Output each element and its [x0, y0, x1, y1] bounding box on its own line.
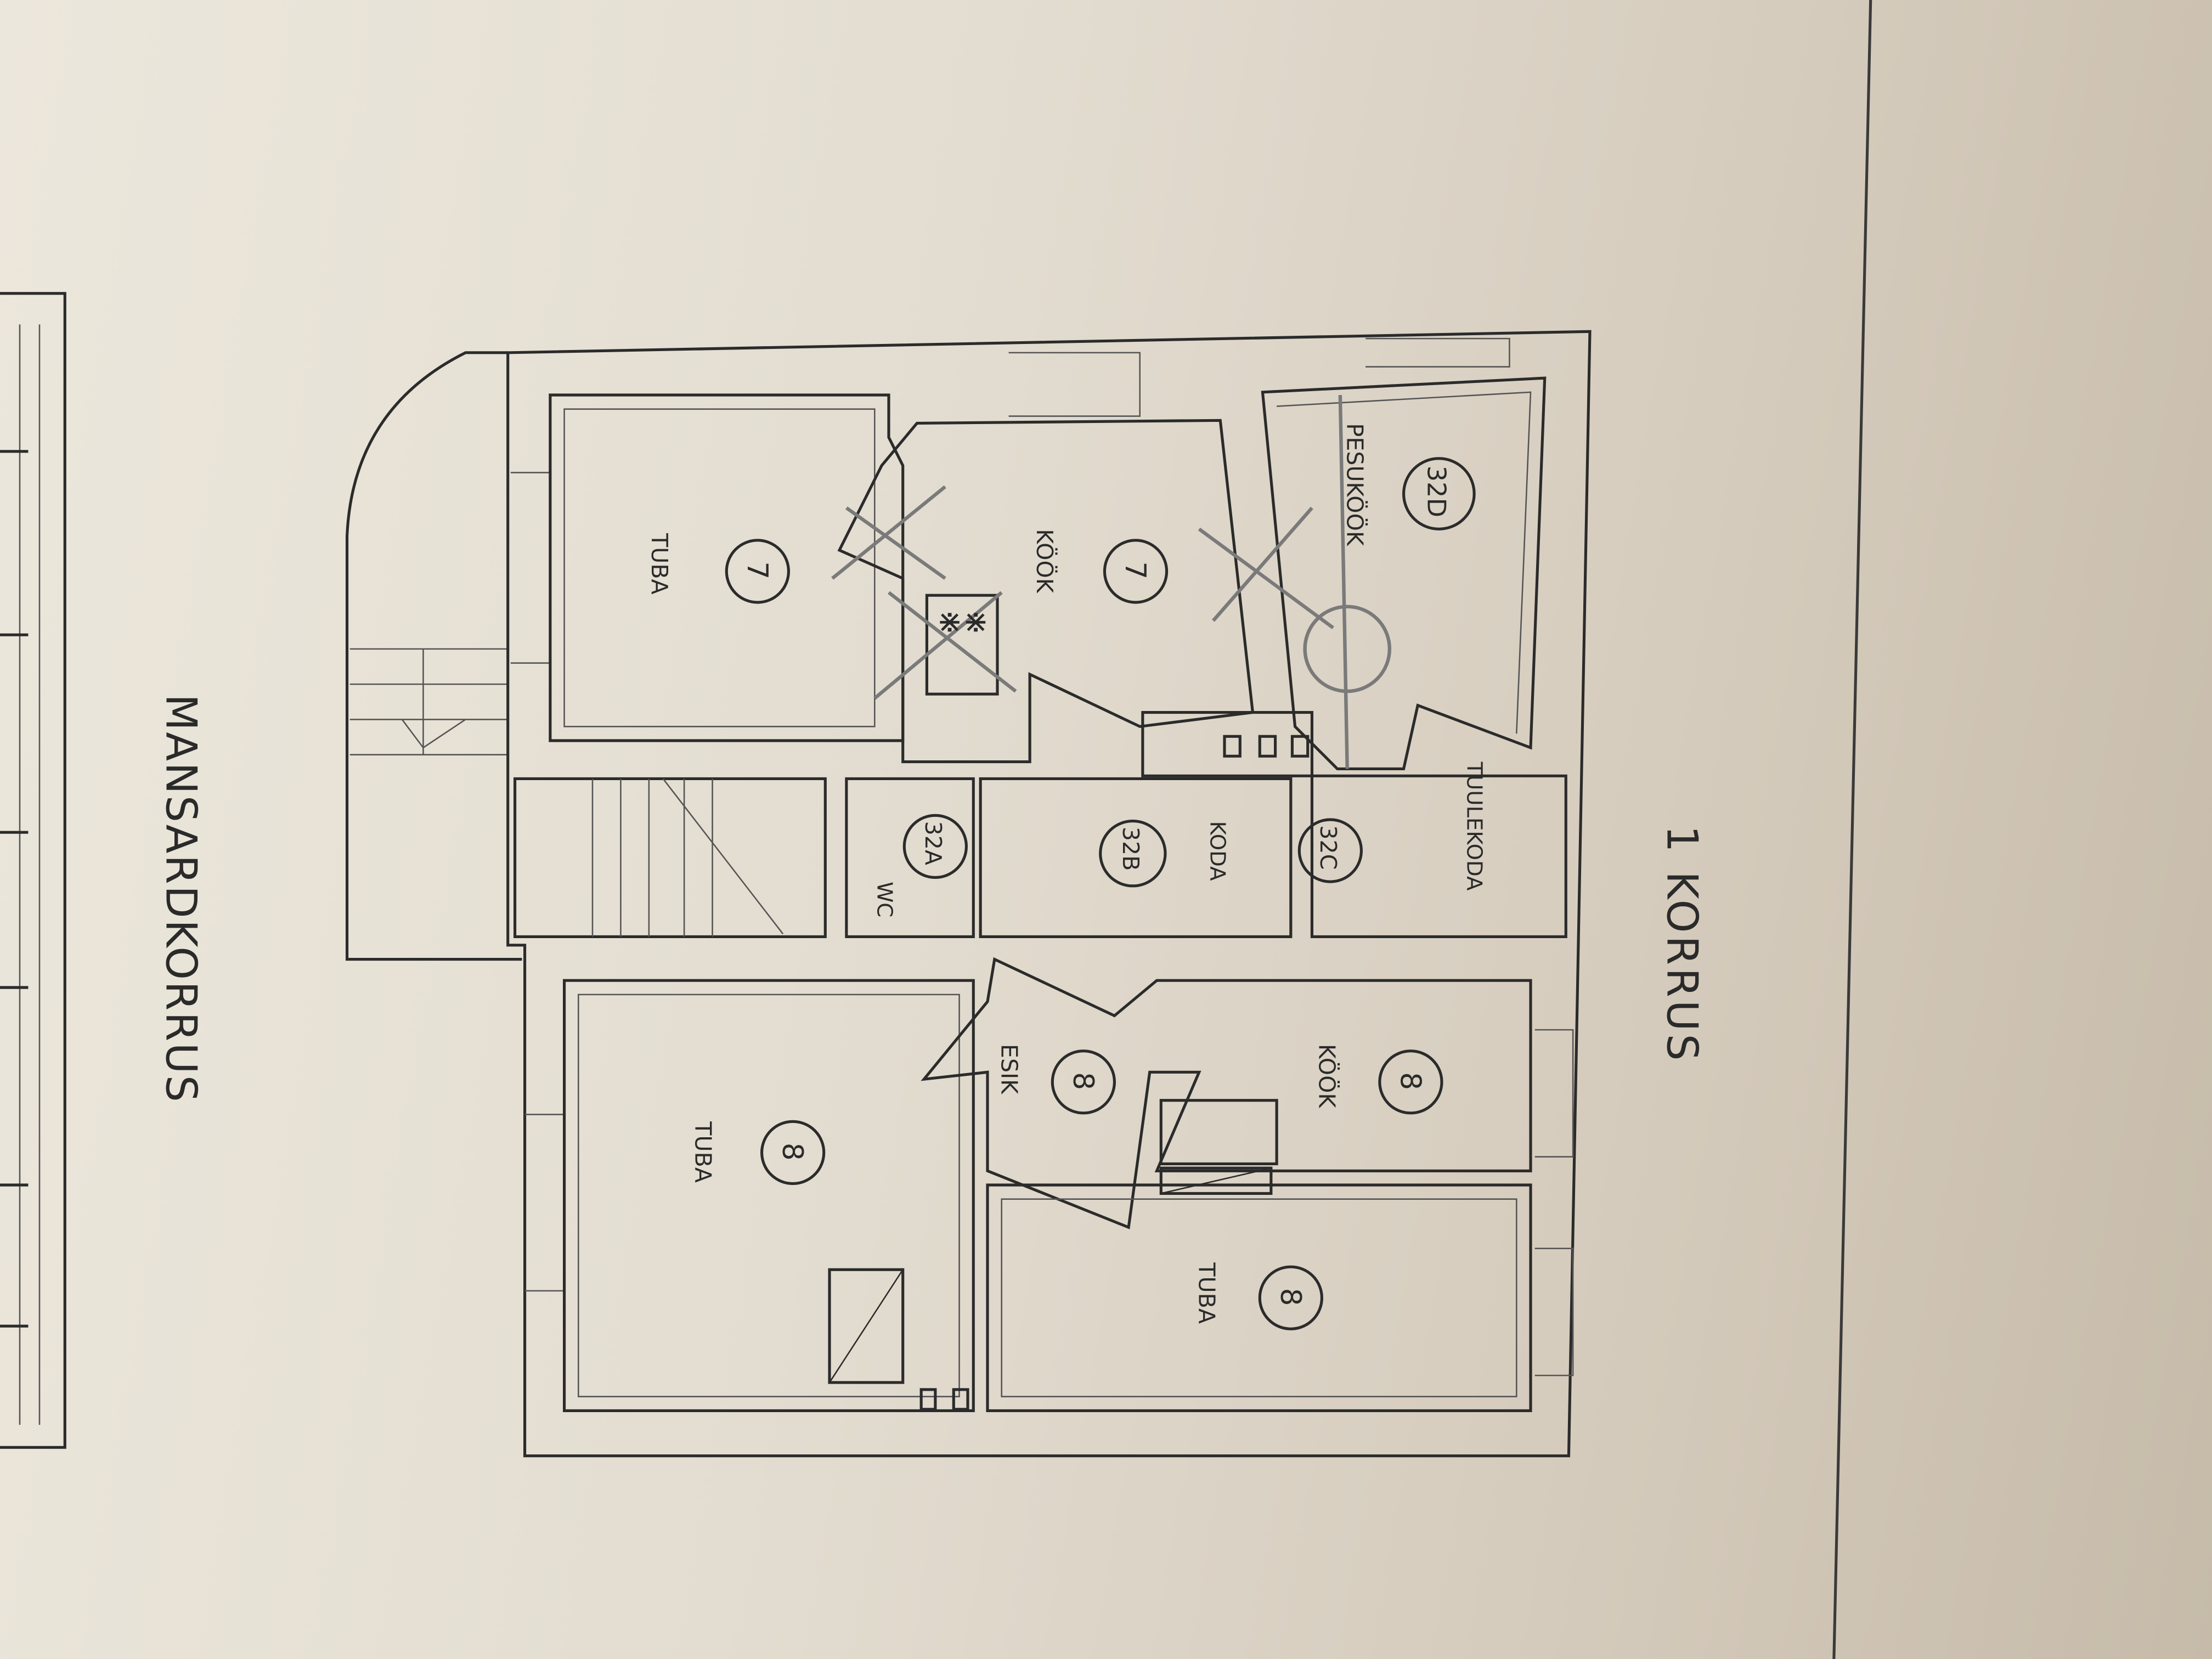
room-tuba-7: 7 TUBA [646, 533, 790, 604]
mansard-floor-plan-partial [0, 292, 66, 1449]
room-number: 8 [1274, 1288, 1307, 1306]
room-number: 32B [1118, 827, 1144, 871]
room-name: PESUKÖÖK [1342, 423, 1368, 546]
room-name: KODA [1205, 821, 1229, 882]
mansard-floor-title: MANSARDKORRUS [156, 694, 205, 1103]
main-floor-title: 1 KORRUS [1657, 825, 1706, 1063]
room-number: 8 [1393, 1072, 1426, 1090]
room-number: 7 [1119, 561, 1152, 579]
exterior-stairs [346, 351, 522, 961]
room-wc-32a: 32A WC [872, 814, 968, 917]
room-number: 32A [920, 821, 946, 865]
room-walls [514, 376, 1567, 1412]
vent-symbol: ⋇⋇ [936, 603, 989, 640]
room-esik-8: 8 ESIK [996, 1044, 1116, 1115]
room-number: 8 [776, 1143, 809, 1161]
room-name: TUBA [646, 533, 673, 595]
room-kook-8: 8 KÖÖK [1313, 1044, 1443, 1115]
room-number: 32D [1421, 466, 1451, 518]
room-name: KÖÖK [1031, 529, 1058, 593]
room-tuba-8-right: 8 TUBA [1194, 1262, 1324, 1330]
room-labels: 7 TUBA 7 KÖÖK 32D PESUKÖÖK 32A WC 32B KO… [646, 423, 1486, 1330]
strike-through-marks: ⋇⋇ [831, 394, 1392, 769]
room-pesukook-32d: 32D PESUKÖÖK [1342, 423, 1476, 546]
room-name: WC [872, 882, 896, 917]
room-tuba-8-left: 8 TUBA [690, 1120, 826, 1186]
room-number: 7 [741, 561, 774, 579]
room-name: TUULEKODA [1462, 761, 1486, 891]
room-name: KÖÖK [1313, 1044, 1340, 1108]
room-kook-7: 7 KÖÖK [1031, 529, 1169, 604]
room-number: 8 [1066, 1072, 1099, 1090]
room-name: ESIK [996, 1044, 1023, 1094]
room-name: TUBA [690, 1121, 716, 1183]
room-koda-32b: 32B KODA [1099, 820, 1229, 888]
room-tuulekoda: TUULEKODA [1462, 761, 1486, 891]
room-name: TUBA [1194, 1262, 1220, 1324]
room-number: 32C [1315, 825, 1341, 870]
page-border-line [1832, 0, 1872, 1659]
room-32c: 32C [1297, 818, 1363, 883]
